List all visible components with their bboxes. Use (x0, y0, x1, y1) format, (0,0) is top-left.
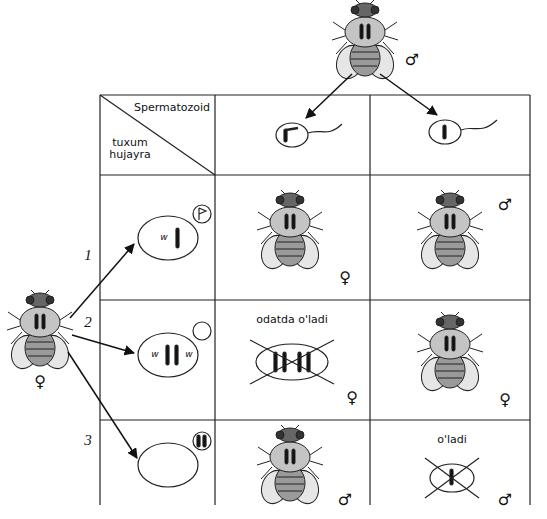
sex-symbol: ♂ (498, 196, 512, 214)
dead-zygote (425, 458, 479, 498)
egg-cell (138, 205, 211, 260)
sex-symbol: ♀ (339, 269, 351, 287)
row-number: 2 (84, 314, 92, 331)
egg-cell (138, 322, 211, 377)
male-fly (332, 0, 398, 82)
row-number: 1 (84, 247, 92, 264)
egg-cell (138, 432, 211, 487)
offspring-fly (417, 312, 483, 394)
row-number: 3 (84, 432, 92, 449)
gene-label: w (151, 350, 158, 360)
note-label: odatda o'ladi (256, 314, 328, 326)
table-grid (100, 95, 530, 505)
row-header: tuxum hujayra (104, 137, 156, 161)
sex-symbol: ♂ (338, 491, 352, 509)
note-label: o'ladi (437, 434, 467, 446)
dead-zygote (250, 340, 334, 384)
offspring-fly (257, 190, 323, 272)
sex-symbol: ♀ (34, 373, 46, 391)
sperm-cell (429, 120, 497, 144)
gene-label: w (160, 233, 167, 243)
sex-symbol: ♂ (498, 491, 512, 509)
sex-symbol: ♀ (346, 389, 358, 407)
sperm-cell (276, 123, 342, 147)
offspring-fly (257, 425, 323, 507)
female-fly (7, 290, 73, 372)
sex-symbol: ♂ (405, 51, 419, 69)
column-header: Spermatozoid (134, 102, 210, 114)
gamete-arrow (68, 74, 437, 458)
gene-label: w (185, 350, 192, 360)
offspring-fly (417, 190, 483, 272)
sex-symbol: ♀ (499, 391, 511, 409)
